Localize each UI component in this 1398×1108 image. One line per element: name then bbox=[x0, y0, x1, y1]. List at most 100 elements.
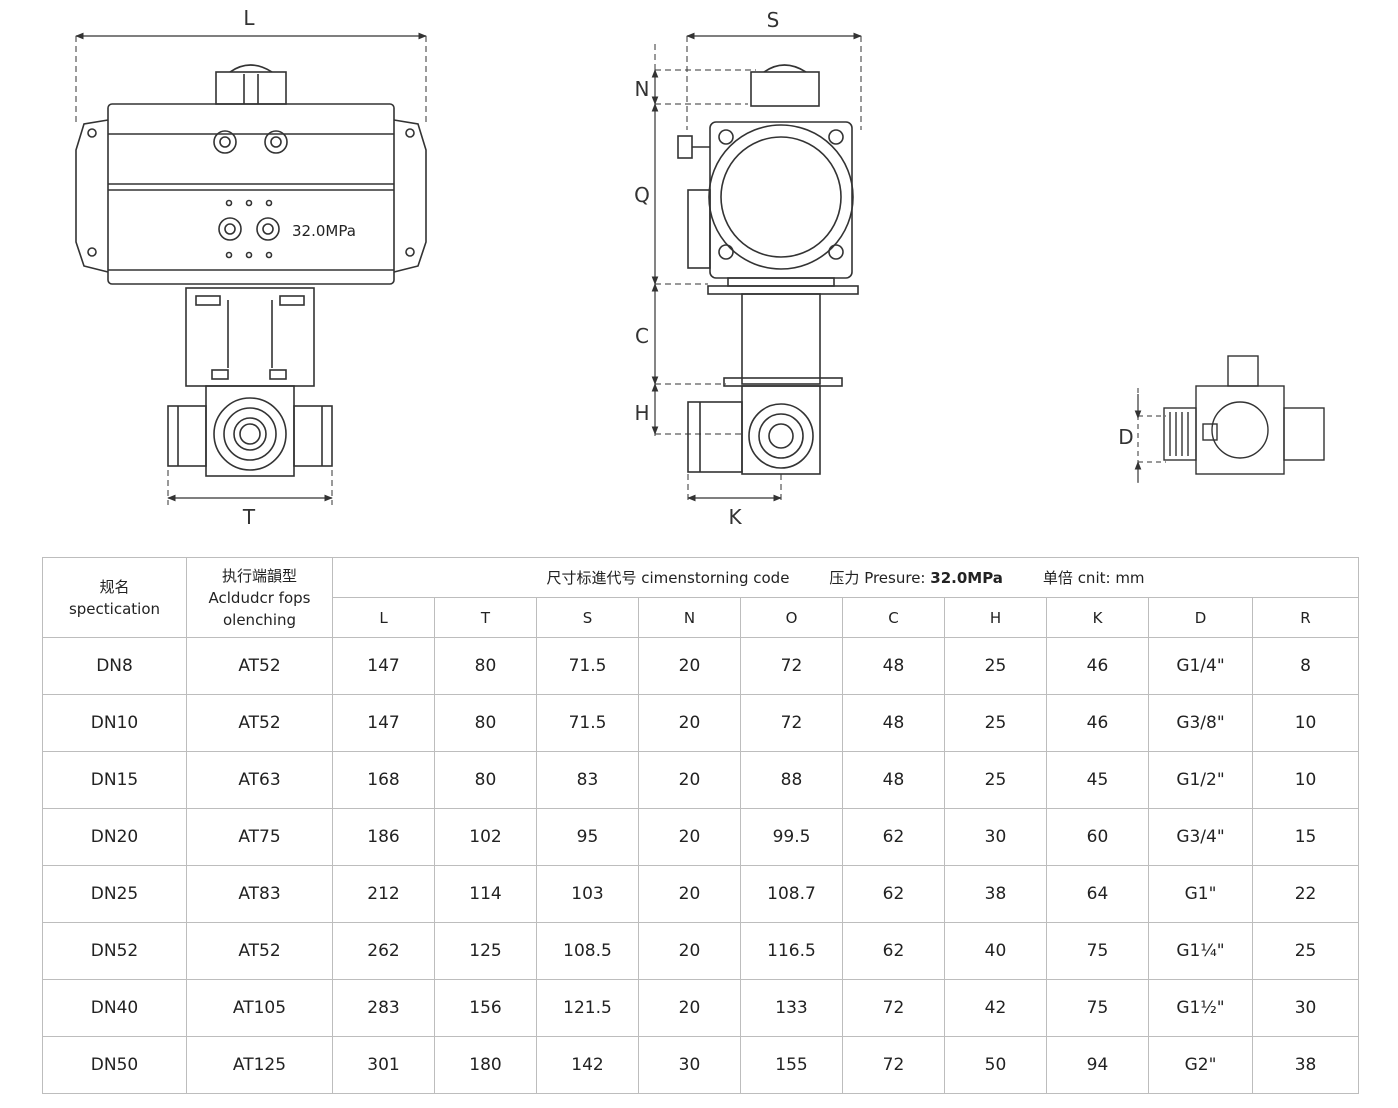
table-cell: 64 bbox=[1046, 865, 1149, 923]
table-cell: 38 bbox=[944, 865, 1047, 923]
table-cell: 45 bbox=[1046, 751, 1149, 809]
table-cell: 121.5 bbox=[536, 979, 639, 1037]
actuator-header-cn: 执行端韻型 bbox=[221, 566, 297, 585]
table-cell: AT52 bbox=[186, 694, 333, 752]
table-cell: 103 bbox=[536, 865, 639, 923]
table-cell: AT63 bbox=[186, 751, 333, 809]
column-header-n: N bbox=[638, 597, 741, 638]
table-cell: 80 bbox=[434, 751, 537, 809]
table-cell: 133 bbox=[740, 979, 843, 1037]
actuator-header-cell: 执行端韻型 Acldudcr fops olenching bbox=[186, 557, 333, 638]
table-cell: 83 bbox=[536, 751, 639, 809]
table-cell: 168 bbox=[332, 751, 435, 809]
pressure-value: 32.0MPa bbox=[930, 569, 1003, 587]
table-cell: 75 bbox=[1046, 922, 1149, 980]
spec-header-en: spectication bbox=[68, 599, 161, 618]
table-cell: 155 bbox=[740, 1036, 843, 1094]
table-cell: 15 bbox=[1251, 808, 1360, 866]
table-cell: 25 bbox=[944, 694, 1047, 752]
detail-dim-d-label: D bbox=[1118, 425, 1133, 449]
column-header-d: D bbox=[1148, 597, 1253, 638]
table-cell: 25 bbox=[944, 637, 1047, 695]
table-cell: 30 bbox=[944, 808, 1047, 866]
column-header-l: L bbox=[332, 597, 435, 638]
table-cell: DN52 bbox=[42, 922, 187, 980]
specification-table: 规名 spectication 执行端韻型 Acldudcr fops olen… bbox=[42, 557, 1360, 1094]
table-cell: 62 bbox=[842, 865, 945, 923]
table-cell: 60 bbox=[1046, 808, 1149, 866]
actuator-header-en2: olenching bbox=[222, 610, 297, 629]
table-cell: 62 bbox=[842, 808, 945, 866]
table-cell: DN50 bbox=[42, 1036, 187, 1094]
dimension-code-label: 尺寸标進代号 cimenstorning code bbox=[546, 569, 790, 587]
table-cell: 42 bbox=[944, 979, 1047, 1037]
side-dim-c-label: C bbox=[635, 324, 649, 348]
table-cell: 10 bbox=[1251, 751, 1360, 809]
table-cell: 8 bbox=[1251, 637, 1360, 695]
side-dim-h-label: H bbox=[634, 401, 649, 425]
column-header-r: R bbox=[1251, 597, 1360, 638]
table-cell: 99.5 bbox=[740, 808, 843, 866]
column-header-s: S bbox=[536, 597, 639, 638]
table-cell: 301 bbox=[332, 1036, 435, 1094]
dimension-drawings: L T 32.0MPa bbox=[75, 6, 1325, 529]
table-cell: DN20 bbox=[42, 808, 187, 866]
detail-view bbox=[1134, 355, 1325, 484]
table-cell: 62 bbox=[842, 922, 945, 980]
table-cell: G2" bbox=[1148, 1036, 1253, 1094]
column-header-c: C bbox=[842, 597, 945, 638]
table-cell: AT52 bbox=[186, 637, 333, 695]
column-header-k: K bbox=[1046, 597, 1149, 638]
table-cell: 80 bbox=[434, 694, 537, 752]
table-cell: 102 bbox=[434, 808, 537, 866]
table-cell: G3/8" bbox=[1148, 694, 1253, 752]
column-header-h: H bbox=[944, 597, 1047, 638]
table-cell: 156 bbox=[434, 979, 537, 1037]
table-cell: 262 bbox=[332, 922, 435, 980]
table-cell: 94 bbox=[1046, 1036, 1149, 1094]
table-cell: 80 bbox=[434, 637, 537, 695]
table-cell: G1½" bbox=[1148, 979, 1253, 1037]
table-cell: 22 bbox=[1251, 865, 1360, 923]
table-cell: 283 bbox=[332, 979, 435, 1037]
table-cell: 30 bbox=[638, 1036, 741, 1094]
table-cell: G1" bbox=[1148, 865, 1253, 923]
table-cell: G1/2" bbox=[1148, 751, 1253, 809]
table-cell: 30 bbox=[1251, 979, 1360, 1037]
table-cell: DN15 bbox=[42, 751, 187, 809]
table-cell: 186 bbox=[332, 808, 435, 866]
spec-header-cell: 规名 spectication bbox=[42, 557, 187, 638]
table-cell: 114 bbox=[434, 865, 537, 923]
column-header-t: T bbox=[434, 597, 537, 638]
table-cell: 71.5 bbox=[536, 694, 639, 752]
table-cell: 38 bbox=[1251, 1036, 1360, 1094]
side-dim-q-label: Q bbox=[634, 183, 650, 207]
table-cell: 212 bbox=[332, 865, 435, 923]
table-cell: 20 bbox=[638, 751, 741, 809]
table-cell: 48 bbox=[842, 751, 945, 809]
unit-label: 单倍 cnit: mm bbox=[1042, 569, 1145, 587]
table-cell: AT83 bbox=[186, 865, 333, 923]
table-cell: 72 bbox=[740, 637, 843, 695]
side-dim-n-label: N bbox=[635, 77, 650, 101]
table-cell: 25 bbox=[944, 751, 1047, 809]
table-cell: 125 bbox=[434, 922, 537, 980]
table-cell: G3/4" bbox=[1148, 808, 1253, 866]
table-cell: 25 bbox=[1251, 922, 1360, 980]
table-cell: 20 bbox=[638, 979, 741, 1037]
actuator-header-en1: Acldudcr fops bbox=[208, 588, 311, 607]
table-cell: 20 bbox=[638, 637, 741, 695]
table-cell: 108.7 bbox=[740, 865, 843, 923]
table-cell: 48 bbox=[842, 694, 945, 752]
side-dim-s-label: S bbox=[767, 8, 780, 32]
table-cell: 75 bbox=[1046, 979, 1149, 1037]
gauge-pressure-label: 32.0MPa bbox=[292, 222, 356, 240]
front-dim-l-label: L bbox=[243, 6, 255, 30]
table-cell: AT52 bbox=[186, 922, 333, 980]
